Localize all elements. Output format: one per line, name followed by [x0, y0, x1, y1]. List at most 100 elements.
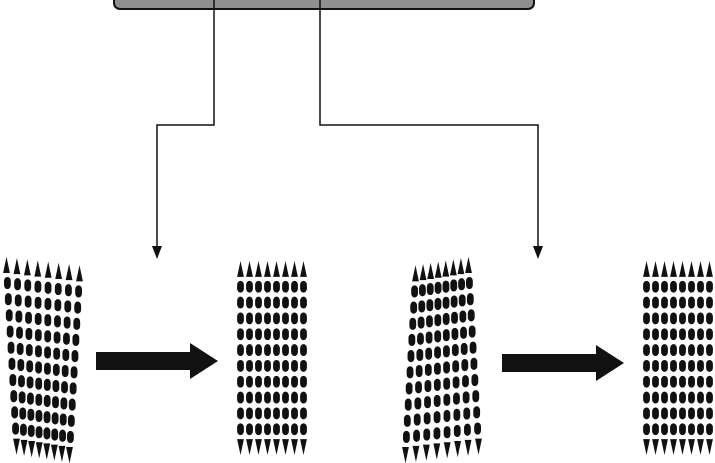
stitch-loop [53, 331, 61, 344]
stitch-loop [453, 392, 460, 405]
stitch-loop [34, 280, 42, 293]
stitch-loop [424, 396, 431, 409]
stitch-loop [449, 259, 457, 276]
stitch-loop [70, 366, 78, 379]
stitch-loop [14, 278, 21, 291]
stitch-loop [282, 391, 289, 404]
stitch-loop [451, 311, 458, 324]
stitch-loop [19, 407, 27, 420]
stitch-loop [643, 261, 650, 277]
stitch-loop [291, 439, 298, 455]
stitch-loop [35, 377, 43, 390]
stitch-loop [467, 309, 475, 322]
stitch-loop [34, 260, 42, 277]
stitch-loop [273, 439, 280, 455]
stitch-loop [75, 285, 82, 298]
stitch-loop [282, 423, 289, 436]
stitch-loop [416, 348, 424, 361]
stitch-loop [44, 261, 52, 278]
stitch-loop [237, 375, 244, 388]
stitch-loop [458, 278, 465, 291]
stitch-loop [44, 362, 51, 375]
stitch-loop [71, 350, 79, 363]
stitch-loop [300, 344, 307, 356]
stitch-loop [246, 312, 253, 325]
stitch-loop [282, 439, 289, 455]
stitch-loop [13, 438, 20, 455]
stitch-loop [454, 441, 462, 458]
stitch-loop [688, 391, 695, 404]
stitch-loop [697, 375, 704, 388]
stitch-loop [434, 314, 442, 327]
stitch-loop [67, 430, 74, 444]
stitch-loop [442, 280, 450, 293]
stitch-loop [643, 312, 650, 325]
stitch-loop [464, 423, 471, 436]
stitch-loop [433, 394, 441, 408]
stitch-loop [44, 314, 52, 327]
stitch-loop [43, 378, 51, 391]
right-arrow-icon-1 [96, 343, 218, 379]
stitch-loop [237, 360, 244, 372]
stitch-loop [264, 296, 271, 309]
stitch-loop [661, 344, 668, 356]
stitch-loop [426, 315, 433, 328]
stitch-loop [35, 426, 43, 439]
stitch-loop [688, 439, 695, 455]
stitch-loop [255, 439, 262, 455]
stitch-loop [460, 342, 468, 355]
stitch-loop [69, 382, 77, 395]
stitch-loop [43, 427, 51, 440]
stitch-loop [643, 375, 650, 388]
stitch-loop [443, 345, 450, 358]
stitch-loop [237, 391, 244, 404]
stitch-loop [291, 280, 298, 293]
stitch-loop [405, 382, 413, 395]
stitch-loop [661, 391, 668, 404]
stitch-loop [264, 407, 271, 420]
stitch-loop [457, 258, 465, 275]
stitch-loop [44, 346, 51, 359]
stitch-loop [670, 391, 677, 404]
stitch-loop [55, 262, 63, 279]
stitch-loop [282, 375, 289, 388]
stitch-loop [282, 312, 289, 325]
stitch-loop [652, 261, 659, 277]
stitch-loop [463, 407, 471, 420]
stitch-loop [246, 375, 253, 388]
stitch-loop [35, 393, 43, 406]
stitch-loop [443, 361, 450, 374]
stitch-loop [264, 391, 271, 404]
stitch-loop [471, 373, 479, 387]
stitch-loop [58, 445, 66, 462]
stitch-loop [26, 376, 34, 389]
stitch-loop [237, 280, 244, 293]
stitch-loop [697, 344, 704, 356]
stitch-loop [282, 360, 289, 372]
stitch-loop [661, 439, 668, 455]
stitch-loop [300, 360, 307, 372]
stitch-loop [15, 310, 23, 323]
stitch-loop [670, 296, 677, 309]
stitch-loop [414, 397, 422, 410]
stitch-loop [237, 344, 244, 356]
stitch-loop [443, 442, 451, 459]
stitch-loop [433, 411, 441, 424]
stitch-loop [450, 295, 458, 308]
stitch-loop [27, 408, 35, 421]
stitch-loop [255, 391, 262, 404]
stitch-loop [670, 344, 677, 356]
stitch-loop [679, 296, 686, 309]
stitch-loop [670, 328, 677, 341]
stitch-loop [452, 376, 460, 389]
stitch-loop [697, 360, 704, 372]
stitch-loop [5, 309, 13, 322]
stitch-loop [661, 407, 668, 420]
down-arrow-icon-right [533, 246, 543, 259]
stitch-loop [473, 406, 481, 419]
stitch-loop [688, 280, 695, 293]
stitch-loop [237, 407, 244, 420]
stitch-loop [706, 261, 713, 277]
stitch-loop [237, 261, 244, 277]
stitch-loop [16, 342, 24, 355]
